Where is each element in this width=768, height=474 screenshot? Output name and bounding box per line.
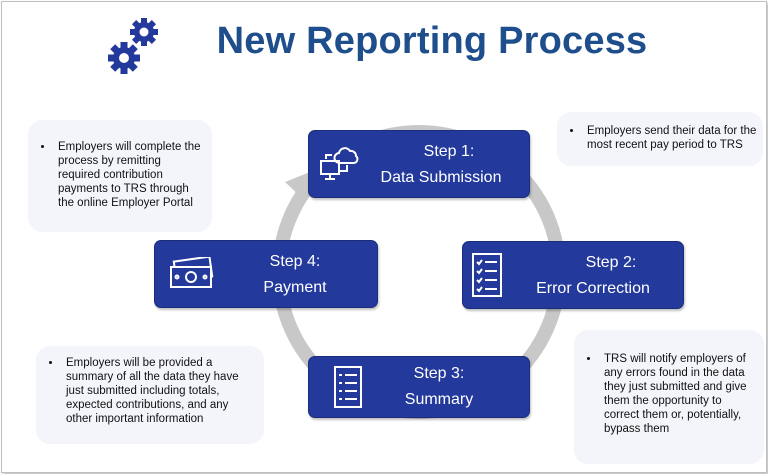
checklist-icon [472, 253, 502, 297]
note-error-correction-text: TRS will notify employers of any errors … [600, 352, 756, 436]
list-document-icon [334, 366, 362, 408]
note-summary-text: Employers will be provided a summary of … [62, 356, 256, 426]
step-1-title: Data Submission [380, 169, 502, 186]
note-summary: Employers will be provided a summary of … [36, 346, 264, 444]
gears-icon [108, 18, 158, 74]
step-1-label: Step 1: [423, 143, 475, 160]
step-4-payment: Step 4: Payment [154, 240, 378, 308]
note-error-correction: TRS will notify employers of any errors … [574, 330, 764, 464]
step-3-label: Step 3: [413, 365, 465, 382]
note-data-submission: Employers send their data for the most r… [557, 112, 763, 166]
note-payment-text: Employers will complete the process by r… [54, 140, 204, 210]
step-2-label: Step 2: [585, 254, 637, 271]
step-2-title: Error Correction [536, 280, 650, 297]
step-4-title: Payment [263, 279, 327, 296]
note-data-submission-text: Employers send their data for the most r… [583, 124, 757, 152]
step-3-summary: Step 3: Summary [308, 356, 530, 418]
note-payment: Employers will complete the process by r… [28, 120, 212, 232]
money-icon [170, 257, 214, 288]
step-4-label: Step 4: [269, 253, 321, 270]
cycle-arrowhead [285, 172, 310, 198]
step-3-title: Summary [404, 391, 474, 408]
page-title: New Reporting Process [216, 20, 648, 62]
cloud-computer-icon [320, 147, 359, 180]
step-2-error-correction: Step 2: Error Correction [462, 241, 684, 309]
step-1-data-submission: Step 1: Data Submission [308, 130, 530, 198]
